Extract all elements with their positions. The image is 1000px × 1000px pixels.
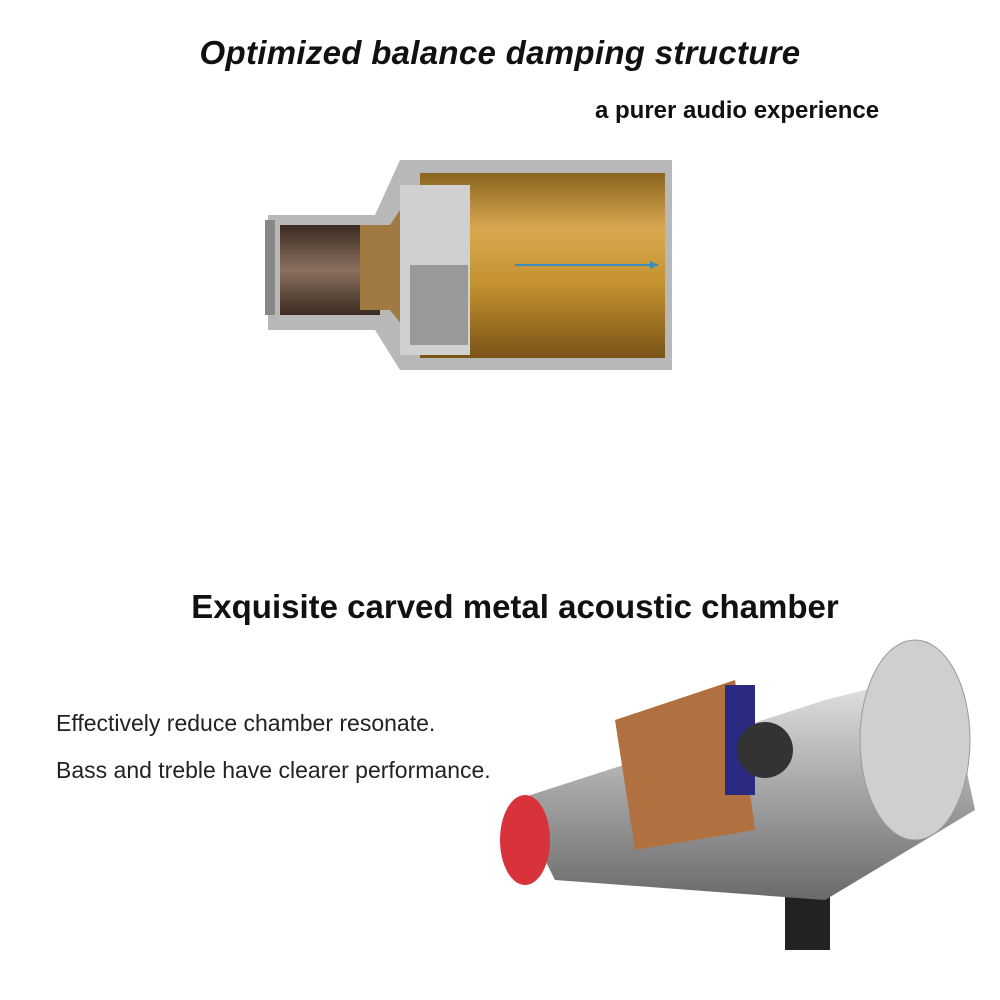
bottom-heading: Exquisite carved metal acoustic chamber [191,588,839,625]
top-subheading: a purer audio experience [595,97,880,124]
description-line-1: Effectively reduce chamber resonate. [56,710,436,736]
description-line-2: Bass and treble have clearer performance… [56,757,491,783]
top-heading: Optimized balance damping structure [199,34,801,71]
acoustic-chamber-illustration [500,639,975,950]
driver-cross-section-illustration [265,160,672,370]
